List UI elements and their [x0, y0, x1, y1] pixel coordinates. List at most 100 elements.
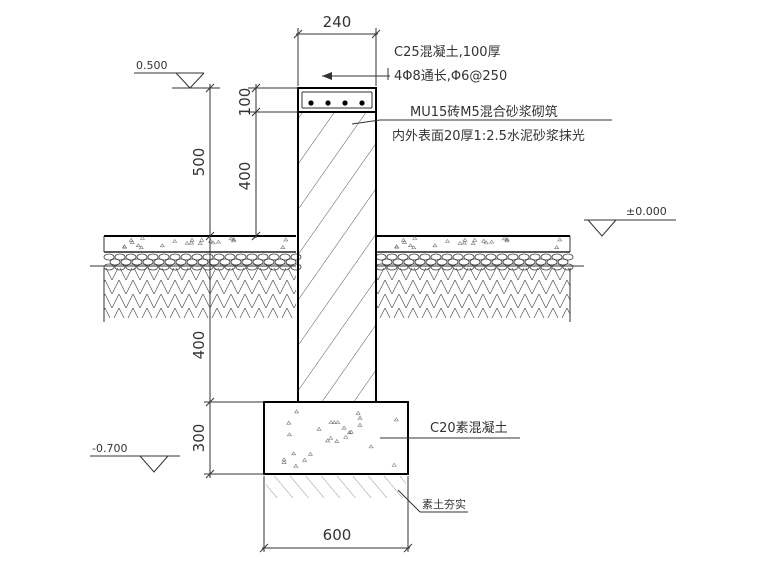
cobble [142, 258, 154, 266]
aggregate-mark [432, 243, 438, 248]
aggregate-mark [283, 237, 289, 242]
cap-concrete-note: C25混凝土,100厚 [394, 44, 501, 60]
cobble [474, 263, 486, 271]
plaster-note: 内外表面20厚1:2.5水泥砂浆抹光 [392, 128, 585, 144]
slab-aggregate [121, 235, 563, 250]
aggregate-mark [291, 451, 297, 456]
cobble [103, 263, 115, 271]
cobble [285, 258, 297, 266]
aggregate-mark [335, 420, 341, 424]
aggregate-mark [393, 417, 399, 422]
cobble [186, 258, 198, 266]
cobble [169, 263, 181, 271]
cobble [180, 263, 192, 271]
cobble [224, 253, 236, 261]
cobble [441, 253, 453, 261]
dim-footing-height-label: 300 [190, 424, 208, 453]
dim-top-width: 240 [293, 13, 381, 86]
aggregate-mark [461, 240, 467, 245]
cobble [507, 253, 519, 261]
cobble [408, 263, 420, 271]
cobble [452, 253, 464, 261]
aggregate-mark [281, 460, 287, 465]
aggregate-mark [357, 415, 363, 420]
aggregate-mark [215, 239, 222, 244]
cobble [153, 258, 165, 266]
aggregate-mark [231, 237, 237, 241]
dim-wall-above-label: 400 [236, 162, 254, 191]
aggregate-mark [159, 243, 165, 248]
cobble [474, 253, 486, 261]
aggregate-mark [408, 243, 414, 248]
aggregate-mark [135, 243, 141, 248]
cobble [202, 263, 214, 271]
cobble [562, 253, 574, 261]
cobble [202, 253, 214, 261]
aggregate-mark [199, 237, 205, 242]
cobble [219, 258, 231, 266]
aggregate-mark [293, 463, 299, 468]
aggregate-mark [557, 237, 563, 242]
cobble [213, 263, 225, 271]
aggregate-mark [368, 444, 374, 449]
cobble [252, 258, 264, 266]
dim-outer-vertical: 500 400 300 [172, 83, 264, 479]
cobble [463, 263, 475, 271]
cobble [513, 258, 525, 266]
cobble [529, 253, 541, 261]
masonry-annotation: MU15砖M5混合砂浆砌筑 内外表面20厚1:2.5水泥砂浆抹光 [351, 104, 612, 144]
dim-inner-vertical: 100 400 [236, 83, 298, 241]
cobble [120, 258, 132, 266]
cobble [425, 258, 437, 266]
aggregate-mark [357, 422, 363, 427]
cobble [540, 253, 552, 261]
footing-annotation: C20素混凝土 [380, 420, 520, 439]
cobble [246, 253, 258, 261]
masonry-note: MU15砖M5混合砂浆砌筑 [410, 104, 558, 120]
cobble [147, 253, 159, 261]
cobble [169, 253, 181, 261]
cobble [268, 253, 280, 261]
rebar-note: 4Φ8通长,Φ6@250 [394, 69, 507, 84]
aggregate-mark [401, 239, 408, 244]
aggregate-mark [328, 419, 334, 424]
rebar-dot [308, 100, 314, 106]
aggregate-mark [286, 432, 293, 437]
soil-annotation: 素土夯实 [397, 489, 468, 513]
cobble [419, 263, 431, 271]
aggregate-mark [457, 240, 463, 245]
rebar-dot [325, 100, 331, 106]
cobble [562, 263, 574, 271]
dim-below-wall-label: 400 [190, 331, 208, 360]
rebar-dot [359, 100, 365, 106]
cobble [403, 258, 415, 266]
cobble [164, 258, 176, 266]
aggregate-mark [554, 245, 560, 249]
cap-annotation: C25混凝土,100厚 4Φ8通长,Φ6@250 [322, 44, 507, 84]
elevation-bottom-label: -0.700 [92, 442, 127, 455]
aggregate-mark [343, 434, 349, 439]
cobble [158, 253, 170, 261]
cobble [408, 253, 420, 261]
cobble [392, 258, 404, 266]
gravel-cobbles [103, 253, 574, 271]
cobble [114, 263, 126, 271]
cobble [213, 253, 225, 261]
aggregate-mark [489, 239, 495, 244]
cobble [246, 263, 258, 271]
cobble [263, 258, 275, 266]
cobble [430, 263, 442, 271]
cobble [441, 263, 453, 271]
elevation-ground-label: ±0.000 [626, 205, 667, 218]
concrete-cap [297, 87, 377, 113]
aggregate-mark [411, 245, 417, 250]
aggregate-mark [504, 238, 510, 243]
aggregate-mark [470, 241, 476, 245]
cobble [180, 253, 192, 261]
cobble [208, 258, 220, 266]
aggregate-mark [280, 245, 286, 249]
cobble [114, 253, 126, 261]
aggregate-mark [293, 409, 300, 414]
dim-total-above-label: 500 [190, 148, 208, 177]
